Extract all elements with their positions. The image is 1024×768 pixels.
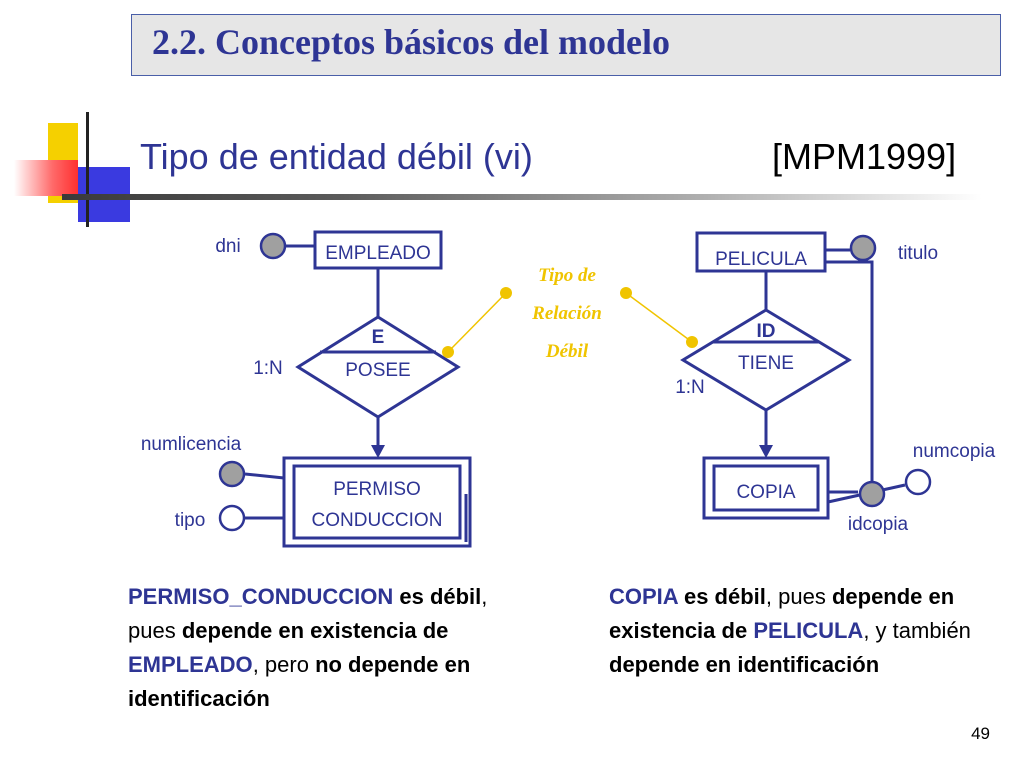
attr-titulo-label: titulo (898, 243, 938, 264)
attr-titulo-circle (849, 234, 877, 262)
weak-entity-permiso-inner (292, 464, 462, 540)
reference-label: [MPM1999] (772, 136, 957, 177)
relationship-tiene-label: TIENE (738, 353, 794, 374)
weak-entity-copia-outer (702, 456, 830, 520)
cardinality-left: 1:N (253, 358, 283, 379)
attr-numlicencia-label: numlicencia (141, 434, 242, 455)
attr-tipo-circle (218, 504, 246, 532)
relationship-tiene-tag: ID (757, 321, 776, 342)
desc-left-owner: EMPLEADO (128, 652, 253, 677)
attr-dni-circle (259, 232, 287, 260)
decor-red-square (14, 160, 78, 196)
cardinality-right: 1:N (675, 377, 705, 398)
weak-entity-permiso-line1: PERMISO (333, 479, 421, 500)
attr-dni-label: dni (215, 236, 240, 257)
desc-left-t2: , pues (128, 584, 488, 643)
desc-right-t5: depende en identificación (609, 652, 880, 677)
attr-numlicencia-circle (218, 460, 246, 488)
entity-pelicula-box (695, 231, 827, 273)
annotation-line2: Relación (531, 303, 602, 324)
desc-right-t3: depende en existencia de (609, 584, 955, 643)
title-underline (62, 194, 982, 200)
desc-right-t2: , pues (765, 584, 832, 609)
desc-right-t4: , y también (863, 618, 971, 643)
weak-entity-copia-inner (712, 464, 820, 512)
slide-subtitle: Tipo de entidad débil (vi) (140, 136, 533, 177)
weak-entity-permiso-outer (282, 456, 472, 548)
attr-idcopia-circle (858, 480, 886, 508)
desc-left-entity: PERMISO_CONDUCCION (128, 584, 394, 609)
title-box: 2.2. Conceptos básicos del modelo (131, 14, 1001, 76)
entity-empleado-label: EMPLEADO (325, 243, 431, 264)
attr-numcopia-circle (904, 468, 932, 496)
desc-left-t5: no depende en identificación (128, 652, 471, 711)
attr-numcopia-label: numcopia (913, 441, 996, 462)
desc-left-t1: es débil (393, 584, 482, 609)
annotation-line1: Tipo de (538, 265, 596, 286)
entity-pelicula-label: PELICULA (715, 249, 807, 270)
description-right: COPIA es débil, pues depende en existenc… (609, 580, 1004, 682)
desc-left-t3: depende en existencia de (181, 618, 449, 643)
desc-right-t1: es débil (677, 584, 766, 609)
weak-entity-permiso-line2: CONDUCCION (312, 510, 443, 531)
description-left: PERMISO_CONDUCCION es débil, pues depend… (128, 580, 528, 716)
annotation-line3: Débil (545, 341, 589, 362)
weak-entity-copia-label: COPIA (736, 482, 795, 503)
attr-idcopia-label: idcopia (848, 514, 909, 535)
attr-tipo-label: tipo (175, 510, 206, 531)
decor-vertical-bar (86, 112, 89, 227)
page-number: 49 (971, 724, 990, 743)
desc-right-entity: COPIA (609, 584, 678, 609)
desc-left-t4: , pero (252, 652, 316, 677)
slide-title: 2.2. Conceptos básicos del modelo (152, 22, 671, 62)
relationship-posee-tag: E (372, 327, 385, 348)
desc-right-owner: PELICULA (753, 618, 864, 643)
relationship-posee-label: POSEE (345, 360, 410, 381)
